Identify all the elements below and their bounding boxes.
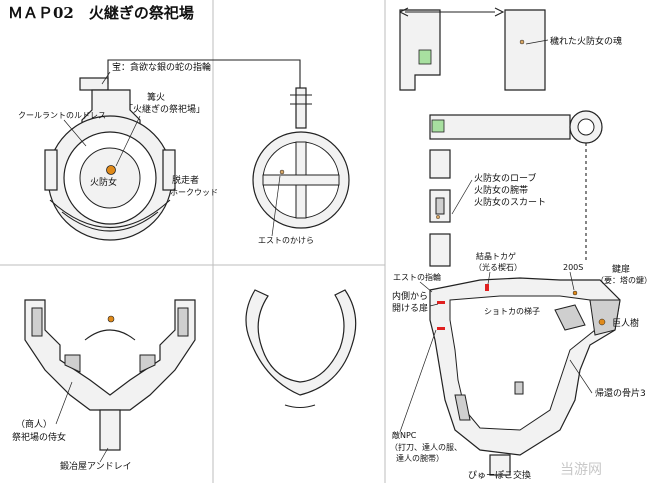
giant-tree-marker [598,318,606,326]
soul-label: 穢れた火防女の魂 [550,35,622,47]
giant-tree-label: 巨人樹 [612,317,639,329]
round-room [252,87,350,229]
inner-door-label-1: 内側から [392,290,428,302]
upper-right-rooms [399,7,546,91]
crystal-lizard-label-2: （光る楔石） [474,262,522,272]
map-title: ＭＡＰ02 火継ぎの祭祀場 [8,4,194,22]
shrine-main-floor [44,77,176,241]
red-door-marker [437,301,445,304]
skirt-label: 火防女のスカート [474,196,546,208]
homeward-bone-label: 帰還の骨片3 [595,387,646,399]
bonfire-title-label: 篝火 [147,91,165,103]
armband-label: 火防女の腕帯 [474,184,528,196]
merchant-label: （商人） [16,418,52,430]
maiden-label: 祭祀場の侍女 [12,431,66,443]
robe-label: 火防女のローブ [474,172,536,184]
pickle-pee-label: ぴゅーぽこ交換 [468,469,531,481]
orange-marker [572,290,578,296]
tower-door-label-1: 鍵扉 [612,263,630,275]
firekeeper-label: 火防女 [90,176,117,188]
area-label: クールラントのルドレス [18,111,106,120]
item-marker [519,39,525,45]
red-door-marker [485,284,489,291]
oval-room [245,289,357,409]
robe-rooms [429,149,451,267]
corridor [429,110,603,260]
red-door-marker [437,327,445,330]
crystal-lizard-label-1: 結晶トカゲ [476,251,516,261]
castle-lower [429,277,621,476]
tower-door-label-2: （要：塔の鍵） [596,275,652,285]
deserter-label: 脱走者 [172,174,199,186]
item-marker [279,169,285,175]
souls-label: 200S [563,263,583,272]
estus-ring-label: エストの指輪 [393,272,441,282]
treasure-ring-label: 宝：貪欲な銀の蛇の指輪 [112,61,211,73]
npc-drop-label-1: （打刀、達人の服、 [390,442,462,452]
ladder-label: ショトカの梯子 [484,306,540,316]
shrine-lower-floor [24,299,196,451]
green-marker [418,49,432,65]
bonfire-marker [106,165,116,175]
watermark: 当游网 [560,462,602,478]
blacksmith-label: 鍛冶屋アンドレイ [60,460,132,472]
hostile-npc-label: 敵NPC [392,430,417,440]
route-connector [107,59,301,90]
npc-drop-label-2: 達人の腕帯） [396,453,444,463]
inner-door-label-2: 開ける扉 [392,302,428,314]
hawkwood-label: ホークウッド [170,188,218,197]
bonfire-marker-lower [107,315,115,323]
bonfire-name-label: 「火継ぎの祭祀場」 [124,103,205,115]
estus-shard-label: エストのかけら [258,236,314,245]
